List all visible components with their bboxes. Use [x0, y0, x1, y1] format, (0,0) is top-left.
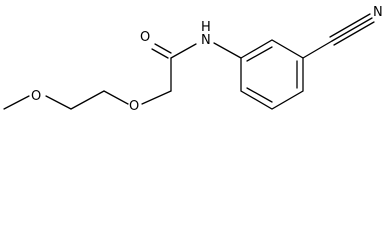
bond-n-ring — [213, 42, 242, 59]
atom-ether-oxygen-2: O — [129, 99, 139, 114]
atom-nitrile-nitrogen: N — [373, 5, 383, 20]
bond-lines — [3, 13, 375, 110]
chemical-structure: O N H N O O — [3, 5, 383, 114]
bond-ch2-ch2 — [70, 90, 105, 110]
ring-inner-double-3 — [246, 87, 273, 103]
bond-o-ch2 — [45, 95, 72, 110]
bond-carbonyl-n — [170, 43, 197, 59]
bond-nitrile-triple-1 — [331, 17, 373, 42]
bond-carbonyl-double-1 — [151, 48, 169, 59]
bond-ring-nitrile-c — [302, 40, 333, 59]
bond-o-ch2-alpha — [141, 90, 172, 105]
atom-carbonyl-oxygen: O — [140, 30, 150, 45]
bond-methyl-o — [3, 95, 30, 110]
bond-carbonyl-double-2 — [154, 43, 172, 54]
bond-nitrile-triple-3 — [333, 21, 375, 46]
atom-amide-nitrogen: N — [201, 33, 211, 48]
ring-inner-double-1 — [246, 46, 273, 62]
atom-ether-oxygen-1: O — [31, 89, 41, 104]
bond-ch2-o — [103, 90, 129, 105]
atom-amide-hydrogen: H — [201, 20, 211, 35]
atom-labels: O N H N O O — [31, 5, 383, 114]
benzene-ring — [240, 39, 304, 110]
bond-nitrile-triple-2 — [329, 13, 371, 38]
